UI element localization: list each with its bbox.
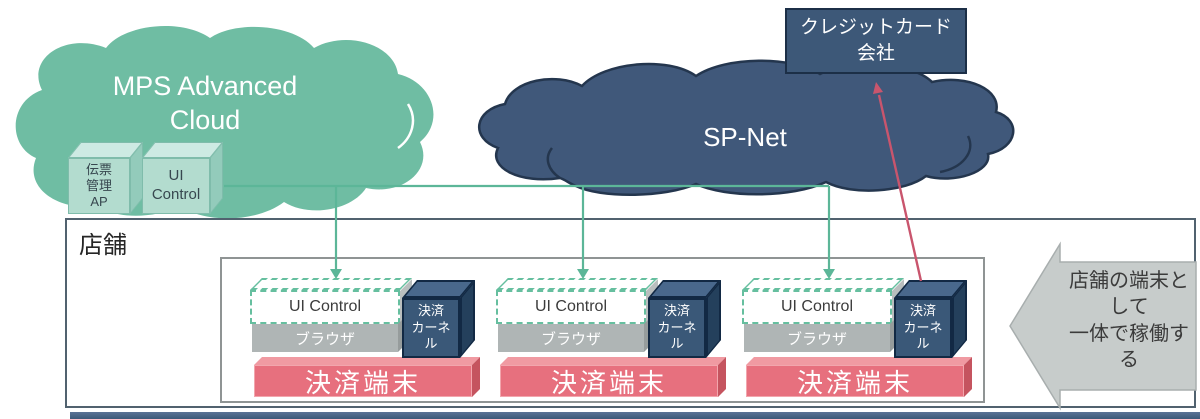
- cloud-ui-control-label: UI Control: [151, 167, 201, 203]
- ui-control-box: UI Control: [496, 290, 646, 324]
- ui-control-top-face: [742, 278, 904, 290]
- payment-kernel-label-line1: 決済: [417, 302, 444, 318]
- terminal-group-2: UI Control ブラウザ 決済端末 決済 カーネル: [496, 277, 728, 399]
- cloud-ui-control-box: UI Control: [142, 158, 210, 214]
- slide-bottom-bar: [70, 412, 1200, 419]
- slip-ap-label: 伝票管理AP: [85, 161, 112, 210]
- side-note: 店舗の端末として 一体で稼働する: [1060, 268, 1198, 374]
- ui-control-top-face: [496, 278, 658, 290]
- browser-box: ブラウザ: [252, 324, 398, 352]
- payment-kernel-label: 決済 カーネル: [901, 303, 945, 354]
- payment-kernel-label-line1: 決済: [909, 302, 936, 318]
- browser-box: ブラウザ: [498, 324, 644, 352]
- spnet-cloud-detail-arc: [546, 147, 561, 180]
- ui-control-box: UI Control: [742, 290, 892, 324]
- terminals-group-box: [220, 257, 985, 403]
- payment-terminal-side-face: [964, 357, 972, 397]
- terminal-group-1: UI Control ブラウザ 決済端末 決済 カーネル: [250, 277, 482, 399]
- side-note-line1: 店舗の端末として: [1069, 270, 1189, 319]
- payment-terminal-box: 決済端末: [746, 365, 964, 398]
- credit-card-company-box: クレジットカード会社: [785, 8, 967, 74]
- credit-card-company-label: クレジットカード会社: [799, 17, 952, 64]
- payment-terminal-side-face: [472, 357, 480, 397]
- payment-kernel-label: 決済 カーネル: [409, 303, 453, 354]
- ui-control-top-face: [250, 278, 412, 290]
- payment-terminal-box: 決済端末: [500, 365, 718, 398]
- up-arrowhead-icon: [873, 82, 883, 94]
- mps-cloud-label: MPS Advanced Cloud: [112, 71, 298, 135]
- ui-control-box: UI Control: [250, 290, 400, 324]
- side-note-line2: 一体で稼働する: [1069, 322, 1189, 372]
- payment-kernel-label-line2: カーネル: [657, 319, 697, 352]
- left-block-arrow-icon: [1009, 241, 1197, 411]
- store-label: 店舗: [79, 232, 127, 259]
- payment-kernel-box: 決済 カーネル: [402, 298, 460, 358]
- payment-terminal-side-face: [718, 357, 726, 397]
- mps-cloud-detail-arc: [397, 103, 415, 150]
- payment-kernel-label: 決済 カーネル: [655, 303, 699, 354]
- payment-kernel-box: 決済 カーネル: [648, 298, 706, 358]
- payment-kernel-label-line2: カーネル: [411, 319, 451, 352]
- slip-ap-box: 伝票管理AP: [68, 158, 130, 214]
- payment-kernel-label-line2: カーネル: [903, 319, 943, 352]
- payment-kernel-label-line1: 決済: [663, 302, 690, 318]
- browser-box: ブラウザ: [744, 324, 890, 352]
- terminal-group-3: UI Control ブラウザ 決済端末 決済 カーネル: [742, 277, 974, 399]
- spnet-cloud-label: SP-Net: [703, 122, 787, 152]
- payment-kernel-box: 決済 カーネル: [894, 298, 952, 358]
- spnet-cloud-detail-arc: [939, 135, 972, 174]
- payment-terminal-box: 決済端末: [254, 365, 472, 398]
